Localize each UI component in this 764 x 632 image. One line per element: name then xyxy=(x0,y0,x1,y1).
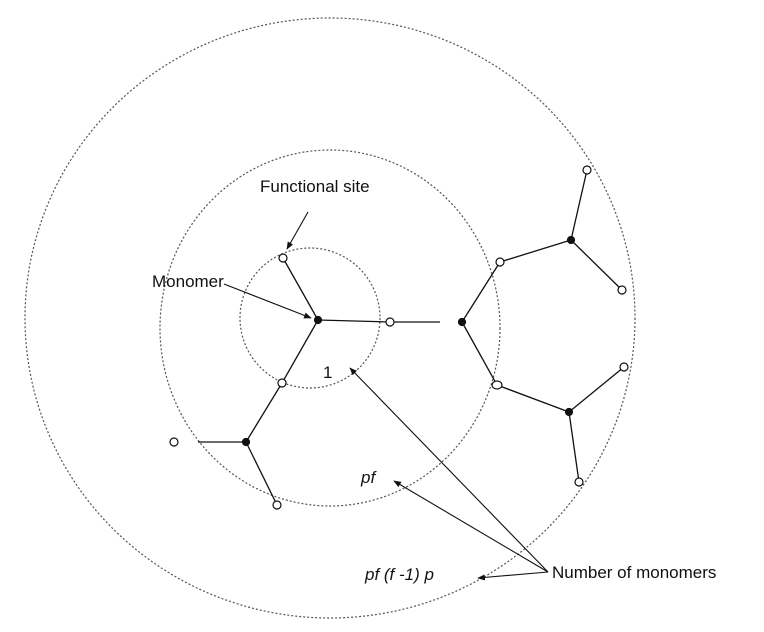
central-monomer xyxy=(313,315,323,325)
functional-site xyxy=(272,500,282,510)
bond xyxy=(281,319,319,384)
monomer-arrow xyxy=(223,283,312,319)
monomer xyxy=(564,407,574,417)
generation-1-label: 1 xyxy=(323,363,332,382)
bond xyxy=(570,239,623,291)
functional-site xyxy=(278,253,288,263)
number-of-monomers-label: Number of monomers xyxy=(552,563,716,582)
generation-pf-f1-p-label: pf (f -1) p xyxy=(364,565,434,584)
bond xyxy=(317,319,391,323)
monomer xyxy=(457,317,467,327)
bond xyxy=(245,441,278,506)
number-arrow xyxy=(477,571,549,581)
outer-ring xyxy=(24,17,636,619)
bond xyxy=(499,239,572,263)
bond xyxy=(496,384,570,413)
bond xyxy=(568,366,625,413)
inner-ring xyxy=(239,247,381,389)
functional-site xyxy=(619,362,629,372)
number-arrow xyxy=(393,480,549,573)
bond xyxy=(570,169,588,241)
functional-site xyxy=(582,165,592,175)
generation-pf-label: pf xyxy=(360,468,377,487)
number-arrow xyxy=(349,367,549,573)
bond xyxy=(568,411,580,483)
monomer xyxy=(566,235,576,245)
functional-site xyxy=(277,378,287,388)
monomer xyxy=(241,437,251,447)
bond xyxy=(461,321,498,386)
bond xyxy=(461,261,501,323)
functional-site-arrow xyxy=(286,211,309,250)
monomer-label: Monomer xyxy=(152,272,224,291)
functional-site xyxy=(617,285,627,295)
functional-site xyxy=(169,437,179,447)
functional-site xyxy=(385,317,395,327)
bond xyxy=(245,382,283,443)
functional-site xyxy=(491,380,503,390)
functional-site-label: Functional site xyxy=(260,177,370,196)
functional-site xyxy=(574,477,584,487)
middle-ring xyxy=(159,149,501,507)
functional-site xyxy=(495,257,505,267)
bond xyxy=(282,257,319,321)
